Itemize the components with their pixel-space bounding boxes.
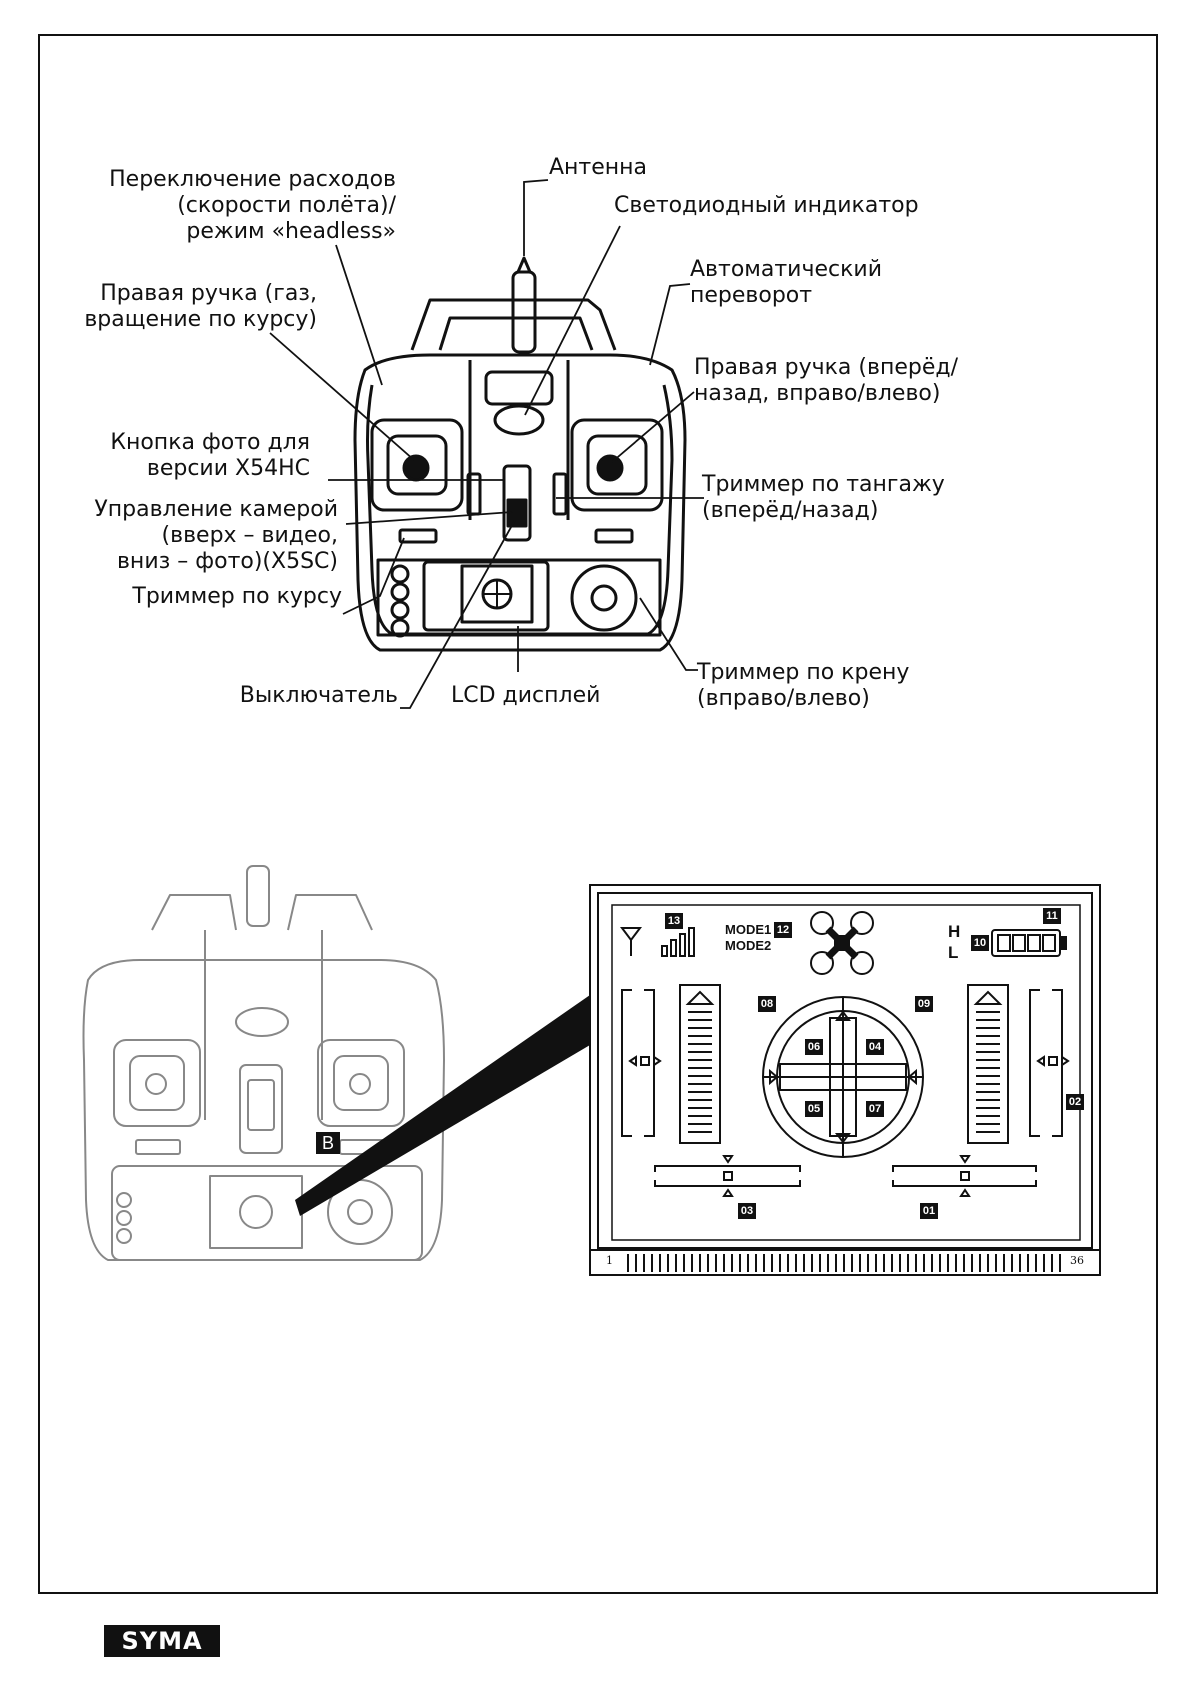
leader-yaw-trim [342,537,405,615]
remote-body [353,353,687,652]
transmitter-diagram [269,179,704,709]
callout-pitch-trim: Триммер по тангажу (вперёд/назад) [702,472,945,523]
callout-photo-button: Кнопка фото для версии X54HC [110,430,310,481]
callout-led: Светодиодный индикатор [614,193,919,218]
small-remote-b-label: B [316,1132,340,1154]
page-frame [38,34,1158,1594]
lcd-h-indicator: H [948,922,961,941]
callout-antenna: Антенна [549,155,648,180]
segment-02: 02 [1066,1094,1084,1110]
leader-rates [335,244,383,386]
lcd-pin-first: 1 [606,1254,613,1267]
leader-right-stick [611,391,695,463]
small-lcd-drawing [460,564,534,624]
segment-12: 12 [774,922,792,938]
callout-roll-trim: Триммер по крену (вправо/влево) [697,660,910,711]
callout-power-switch: Выключатель [239,683,398,708]
segment-08: 08 [758,996,776,1012]
left-stick [402,454,430,482]
callout-yaw-trim: Триммер по курсу [132,584,342,609]
segment-05: 05 [805,1101,823,1117]
lcd-l-indicator: L [948,943,959,962]
callout-auto-flip: Автоматический переворот [690,257,882,308]
segment-06: 06 [805,1039,823,1055]
lcd-mode1: MODE1 [725,922,772,937]
callout-lcd: LCD дисплей [451,683,601,708]
power-switch-drawing [502,464,532,542]
carry-handle [410,298,617,351]
segment-11: 11 [1043,908,1061,924]
leader-antenna [523,179,549,256]
lcd-pin-last: 36 [1070,1254,1084,1267]
segment-07: 07 [866,1101,884,1117]
leader-power [400,519,516,709]
segment-13: 13 [665,913,683,929]
leader-camera [345,511,513,525]
callout-right-stick: Правая ручка (вперёд/ назад, вправо/влев… [694,355,958,406]
callout-camera-control: Управление камерой (вверх – видео, вниз … [94,497,338,574]
led-indicator [493,404,545,436]
leader-left-stick [269,332,415,461]
leader-led [524,225,621,416]
lcd-mode2: MODE2 [725,938,772,953]
leader-autoflip [649,283,691,366]
segment-04: 04 [866,1039,884,1055]
callout-left-stick: Правая ручка (газ, вращение по курсу) [84,281,317,332]
syma-logo: SYMA [104,1625,220,1657]
segment-10: 10 [971,935,989,951]
segment-01: 01 [920,1203,938,1219]
segment-03: 03 [738,1203,756,1219]
right-stick [596,454,624,482]
antenna-drawing [511,270,537,354]
callout-rates-switch: Переключение расходов (скорости полёта)/… [109,167,396,244]
dpad-drawing [570,564,638,632]
leader-roll-trim [639,597,698,671]
segment-09: 09 [915,996,933,1012]
